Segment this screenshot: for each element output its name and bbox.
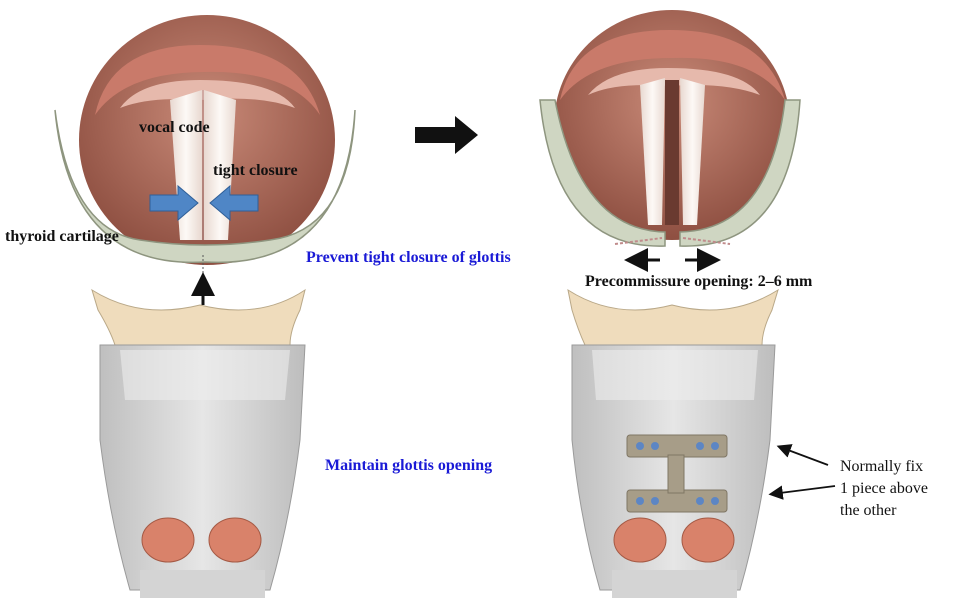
note-line-3: the other <box>840 500 958 522</box>
right-hyoid-bone <box>568 290 778 345</box>
thyroid-cartilage-label: thyroid cartilage <box>5 228 119 246</box>
note-arrow-upper <box>780 447 828 465</box>
right-cricothyroid-muscle-1 <box>614 518 666 562</box>
transition-arrow <box>415 116 478 154</box>
note-line-1: Normally fix <box>840 456 958 478</box>
note-arrow-lower <box>772 486 835 494</box>
vocal-code-label: vocal code <box>139 119 210 137</box>
note-line-2: 1 piece above <box>840 478 958 500</box>
right-glottis-view <box>540 10 800 246</box>
left-cricothyroid-muscle-1 <box>142 518 194 562</box>
left-thyrohyoid-membrane <box>120 350 290 400</box>
left-trachea <box>140 570 265 598</box>
right-trachea <box>612 570 737 598</box>
right-thyrohyoid-membrane <box>592 350 758 400</box>
left-cricothyroid-muscle-2 <box>209 518 261 562</box>
precommissure-label: Precommissure opening: 2–6 mm <box>585 273 812 291</box>
tight-closure-label: tight closure <box>213 162 298 180</box>
right-cricothyroid-muscle-2 <box>682 518 734 562</box>
implant-bridge <box>668 455 684 493</box>
left-larynx-front-view <box>92 290 305 598</box>
fixation-note: Normally fix 1 piece above the other <box>840 456 958 522</box>
prevent-caption: Prevent tight closure of glottis <box>306 249 511 267</box>
right-larynx-front-view <box>568 290 778 598</box>
maintain-caption: Maintain glottis opening <box>325 457 492 475</box>
left-hyoid-bone <box>92 290 305 345</box>
right-glottis-gap <box>665 80 679 225</box>
